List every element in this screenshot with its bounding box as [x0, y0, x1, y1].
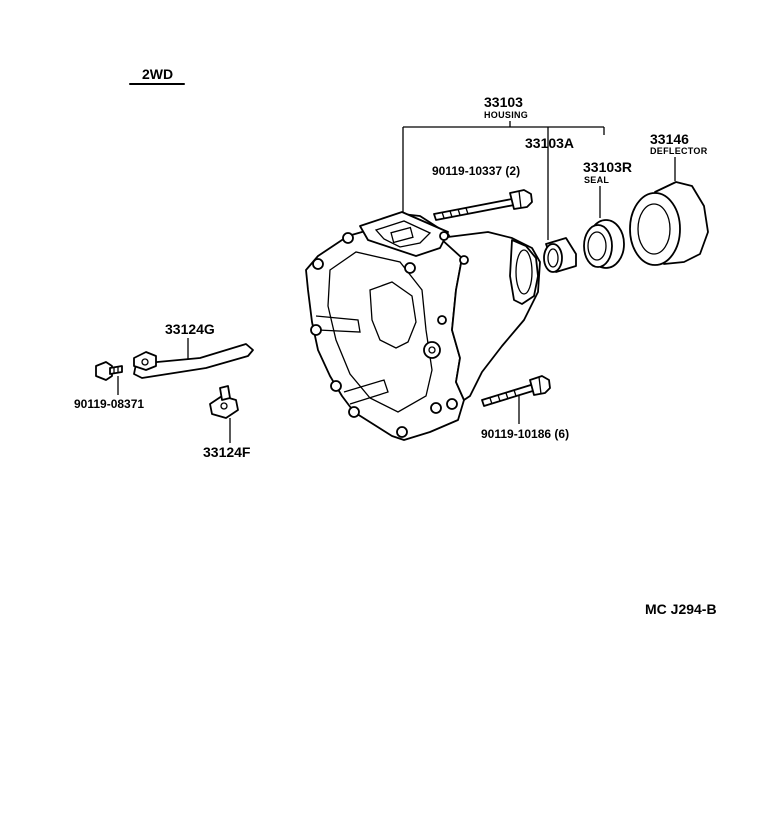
bushing-number: 33103A [525, 135, 574, 151]
deflector-name: DEFLECTOR [650, 146, 708, 156]
figure-code: MC J294-B [645, 601, 717, 617]
bushing [543, 237, 577, 273]
seal-number: 33103R [583, 159, 632, 175]
housing-bracket [402, 121, 605, 240]
lever-number: 33124G [165, 321, 215, 337]
seal-name: SEAL [584, 175, 609, 185]
deflector-number: 33146 [650, 131, 689, 147]
lever-bolt-number: 90119-08371 [74, 397, 144, 411]
lever-bolt [95, 361, 123, 381]
housing-name: HOUSING [484, 110, 528, 120]
bolt-top-number: 90119-10337 (2) [432, 164, 520, 178]
bolt-bottom-number: 90119-10186 (6) [481, 427, 569, 441]
deflector [629, 181, 709, 266]
seal [583, 219, 625, 269]
variant-label: 2WD [142, 66, 173, 82]
housing-number: 33103 [484, 94, 523, 110]
bolt-top [433, 189, 533, 221]
pivot [209, 385, 239, 419]
transmission-housing [305, 211, 541, 441]
bolt-bottom [481, 375, 551, 407]
lever [133, 343, 254, 379]
pivot-number: 33124F [203, 444, 251, 460]
